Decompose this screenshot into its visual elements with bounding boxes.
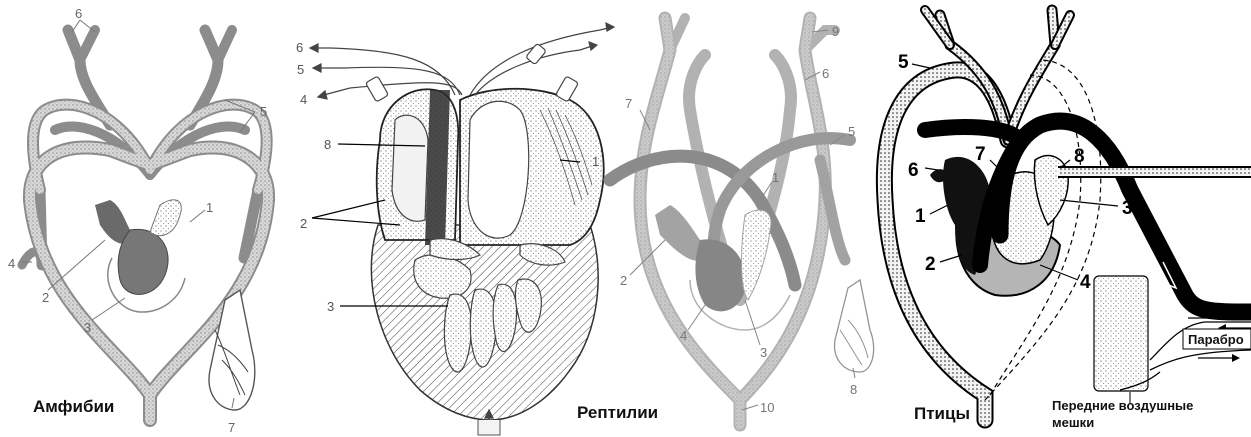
amphibian-label-2: 2: [42, 290, 49, 305]
bird-title: Птицы: [914, 404, 970, 423]
amphibian-title: Амфибии: [33, 397, 114, 416]
reptile-title: Рептилии: [577, 403, 658, 422]
air-sacs-label-line1: Передние воздушные: [1052, 398, 1193, 413]
reptile-label-3: 3: [760, 345, 767, 360]
heart-bottom-tube: [478, 420, 500, 435]
bird-label-1: 1: [915, 206, 926, 227]
amphibian-heart: [95, 200, 185, 312]
heart-label-3: 3: [327, 299, 334, 314]
heart-section-panel: 6 5 4 8 2 1 3: [296, 23, 614, 435]
amphibian-label-7: 7: [228, 420, 235, 435]
amphibian-lung: [209, 290, 255, 410]
label-leader: [92, 298, 125, 320]
reptile-label-6: 6: [822, 66, 829, 81]
amphibian-label-4: 4: [8, 256, 15, 271]
heart-label-4: 4: [300, 92, 307, 107]
label-leader: [925, 168, 938, 170]
label-leader: [912, 64, 930, 68]
reptile-label-1: 1: [772, 170, 779, 185]
reptile-label-5: 5: [848, 124, 855, 139]
heart-inner-chamber: [468, 101, 529, 238]
air-sacs-label-line2: мешки: [1052, 415, 1094, 430]
amphibian-label-5: 5: [260, 104, 267, 119]
bird-label-4: 4: [1080, 272, 1091, 293]
heart-label-5: 5: [297, 62, 304, 77]
amphibian-label-3: 3: [84, 320, 91, 335]
label-leader: [940, 255, 962, 262]
bird-label-2: 2: [925, 254, 936, 275]
amphibian-label-1: 1: [206, 200, 213, 215]
reptile-lung: [835, 280, 874, 372]
label-leader: [745, 300, 760, 345]
heart-label-8: 8: [324, 137, 331, 152]
bird-label-5: 5: [898, 52, 909, 73]
reptile-label-9: 9: [832, 24, 839, 39]
label-leader: [48, 240, 105, 290]
reptile-panel: 9 6 7 5 1 2 4 3 8 10: [610, 18, 874, 425]
bird-label-8: 8: [1074, 146, 1085, 167]
reptile-label-2: 2: [620, 273, 627, 288]
reptile-label-4: 4: [680, 328, 687, 343]
parabronchi-label: Парабро: [1188, 332, 1244, 347]
label-leader: [190, 210, 205, 222]
reptile-label-10: 10: [760, 400, 774, 415]
bird-panel: 5 6 7 8 1 3 2 4 Парабро Передние воздушн…: [884, 10, 1251, 430]
amphibian-panel: 6 5 1 4 2 3 7 Амфибии: [8, 6, 268, 435]
heart-top-vessels: [330, 30, 600, 102]
label-leader: [312, 200, 385, 218]
bird-label-3: 3: [1122, 198, 1133, 219]
label-leader: [930, 205, 948, 214]
heart-label-6: 6: [296, 40, 303, 55]
label-leader: [1060, 200, 1118, 206]
reptile-label-8: 8: [850, 382, 857, 397]
bird-label-7: 7: [975, 144, 986, 165]
amphibian-label-6: 6: [75, 6, 82, 21]
heart-label-2: 2: [300, 216, 307, 231]
bird-label-6: 6: [908, 160, 919, 181]
reptile-label-7: 7: [625, 96, 632, 111]
label-leader: [688, 305, 705, 330]
heart-inner-chamber-2: [392, 115, 428, 221]
label-leader: [72, 20, 80, 32]
heart-label-1: 1: [592, 154, 599, 169]
